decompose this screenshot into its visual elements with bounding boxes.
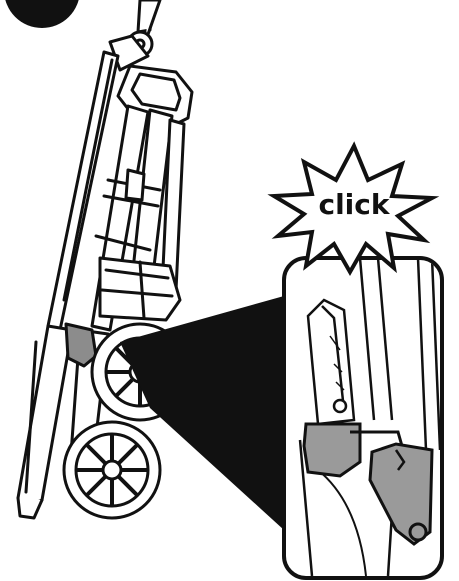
stroller-wheel-lower [64, 422, 160, 518]
step-number-badge [4, 0, 80, 28]
click-sound-word: click [318, 188, 390, 221]
fold-latch [66, 324, 96, 366]
detail-callout [284, 258, 442, 578]
click-starburst-icon: click [274, 146, 432, 272]
